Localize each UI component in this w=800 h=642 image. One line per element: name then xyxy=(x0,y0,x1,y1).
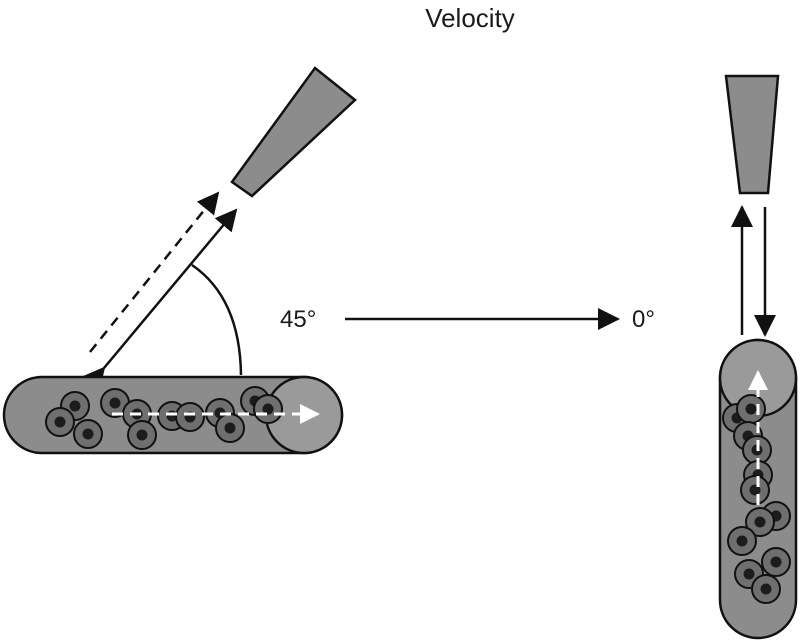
left-cell xyxy=(100,388,130,418)
start-angle-label: 45° xyxy=(280,306,316,333)
angle-transition: 45° 0° xyxy=(280,306,655,333)
left-dashed-beam-arrow xyxy=(89,191,220,353)
right-cell xyxy=(740,475,770,505)
right-cell xyxy=(727,526,757,556)
left-angle-arc xyxy=(191,263,243,376)
right-vessel xyxy=(718,338,798,640)
left-cell xyxy=(127,420,157,450)
left-cell xyxy=(175,402,205,432)
left-cell xyxy=(253,394,283,424)
left-solid-beam-arrow xyxy=(82,208,238,391)
right-probe-group xyxy=(724,74,780,337)
right-cell xyxy=(751,574,781,604)
left-probe-group xyxy=(82,66,357,391)
right-cell xyxy=(761,547,791,577)
end-angle-label: 0° xyxy=(632,306,655,333)
left-cell xyxy=(73,419,103,449)
diagram-title: Velocity xyxy=(425,3,515,33)
left-cell xyxy=(215,413,245,443)
left-vessel xyxy=(2,375,344,455)
right-cell xyxy=(745,507,775,537)
right-probe-icon xyxy=(724,74,780,195)
right-cell xyxy=(736,394,766,424)
left-probe-icon xyxy=(230,66,357,198)
left-cell xyxy=(45,407,75,437)
